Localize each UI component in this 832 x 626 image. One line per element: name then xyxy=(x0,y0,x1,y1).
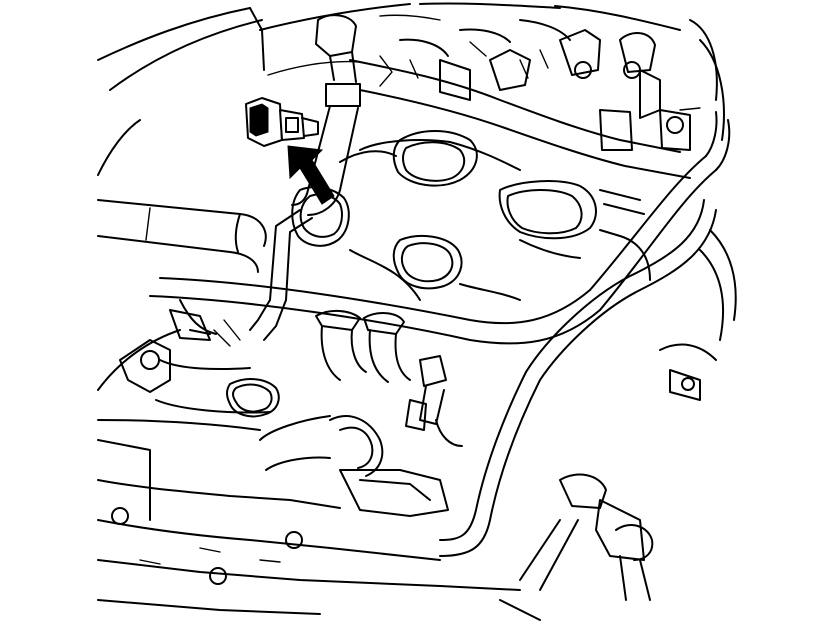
sensor-connector xyxy=(245,97,319,147)
long-shaft xyxy=(97,199,267,273)
pointer-arrow xyxy=(287,145,335,205)
lower-sensor xyxy=(315,310,463,447)
bottom-right-fittings xyxy=(499,473,654,621)
lower-pipe-loop xyxy=(439,199,737,557)
cylinder-head-left xyxy=(97,299,449,517)
lower-block xyxy=(97,439,521,615)
intake-ports xyxy=(291,130,651,301)
fuel-rail-assembly xyxy=(349,19,701,179)
